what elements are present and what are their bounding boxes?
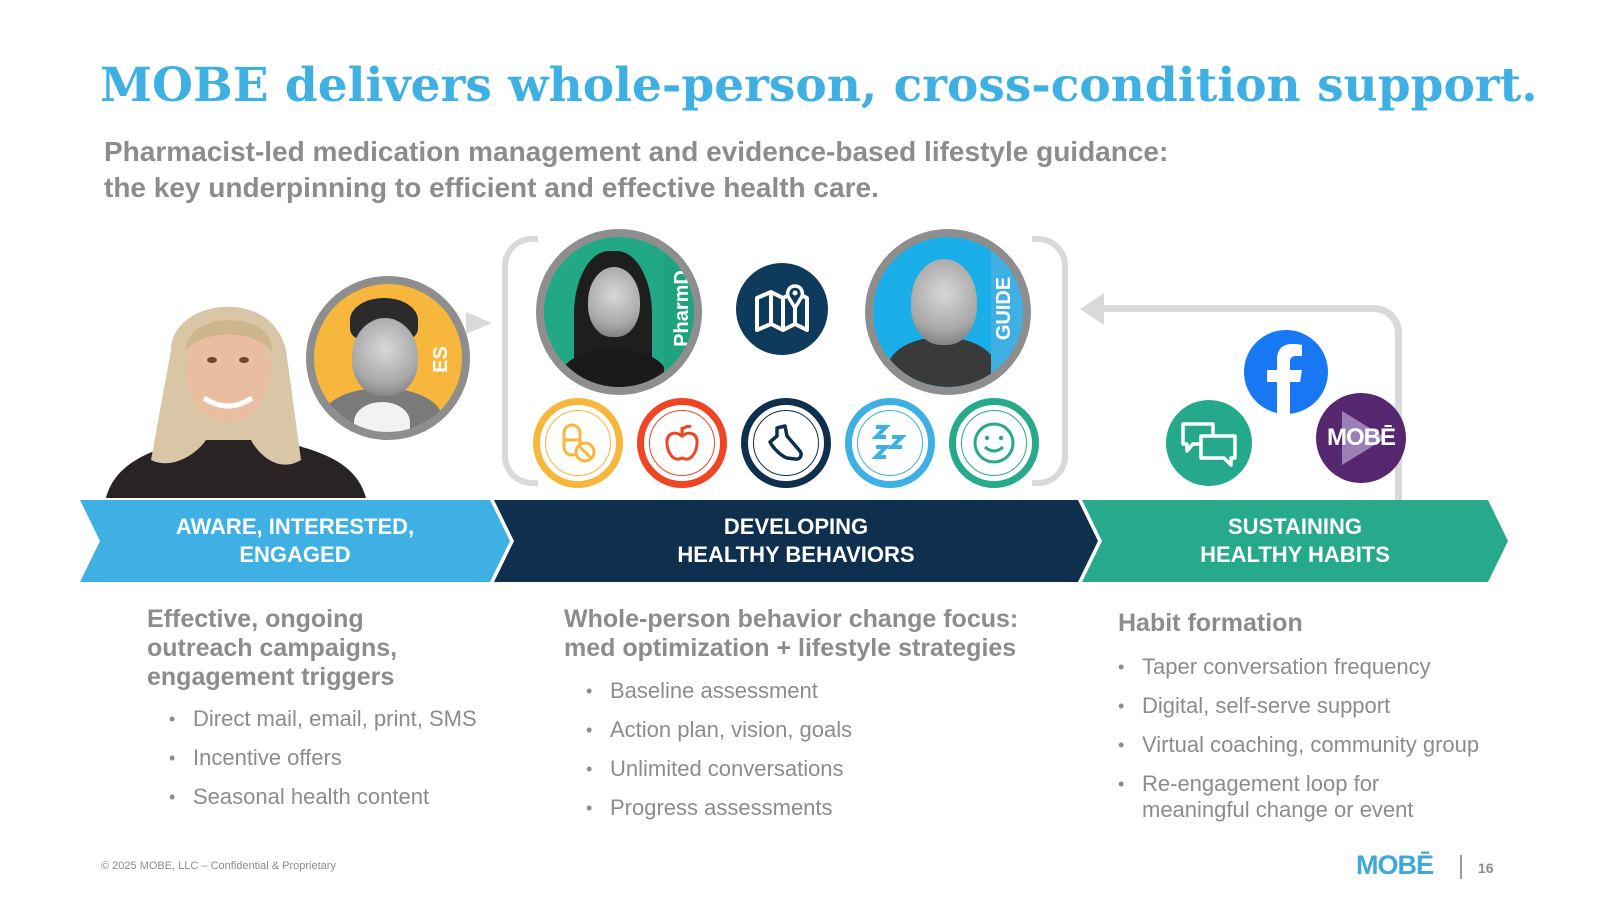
map-pin-icon xyxy=(736,263,828,355)
list-item: Re-engagement loop for meaningful change… xyxy=(1118,771,1418,823)
sleep-icon xyxy=(845,398,935,488)
bullet-list-habit: Taper conversation frequency Digital, se… xyxy=(1118,654,1498,836)
bracket-right xyxy=(1032,236,1068,486)
pills-icon xyxy=(533,398,623,488)
subtitle-line-2: the key underpinning to efficient and ef… xyxy=(104,172,879,203)
pharmd-portrait: PharmD xyxy=(536,229,702,395)
subtitle-line-1: Pharmacist-led medication management and… xyxy=(104,136,1169,167)
arrow-left-icon xyxy=(1080,293,1104,325)
guide-label: GUIDE xyxy=(993,276,1016,341)
es-label: ES xyxy=(429,346,452,373)
column-heading-behavior: Whole-person behavior change focus: med … xyxy=(564,605,1019,662)
mobe-logo: MOBĒ xyxy=(1356,850,1434,880)
page-number: 16 xyxy=(1478,860,1494,876)
smile-icon xyxy=(949,398,1039,488)
facebook-icon xyxy=(1244,330,1328,414)
chat-icon xyxy=(1166,400,1252,486)
reengagement-loop-arrow xyxy=(1092,305,1402,505)
list-item: Baseline assessment xyxy=(586,678,852,704)
shoe-icon xyxy=(741,398,831,488)
column-heading-outreach: Effective, ongoing outreach campaigns, e… xyxy=(147,605,398,691)
list-item: Direct mail, email, print, SMS xyxy=(169,706,477,732)
member-photo xyxy=(86,290,376,498)
copyright-notice: © 2025 MOBE, LLC – Confidential & Propri… xyxy=(101,860,336,872)
mobe-video-icon: MOBĒ xyxy=(1316,393,1406,483)
pharmd-label: PharmD xyxy=(670,270,693,347)
arrow-right-icon xyxy=(466,312,492,334)
bullet-list-behavior: Baseline assessment Action plan, vision,… xyxy=(586,678,852,834)
list-item: Progress assessments xyxy=(586,795,852,821)
stage-label: AWARE, INTERESTED,ENGAGED xyxy=(175,514,415,567)
list-item: Digital, self-serve support xyxy=(1118,693,1498,719)
list-item: Seasonal health content xyxy=(169,784,477,810)
list-item: Taper conversation frequency xyxy=(1118,654,1498,680)
bullet-list-outreach: Direct mail, email, print, SMS Incentive… xyxy=(169,706,477,823)
guide-portrait: GUIDE xyxy=(865,229,1031,395)
bracket-left xyxy=(502,236,538,486)
slide-title: MOBE delivers whole-person, cross-condit… xyxy=(100,58,1538,113)
es-portrait: ES xyxy=(306,276,470,440)
list-item: Unlimited conversations xyxy=(586,756,852,782)
list-item: Action plan, vision, goals xyxy=(586,717,852,743)
list-item: Incentive offers xyxy=(169,745,477,771)
slide-subtitle: Pharmacist-led medication management and… xyxy=(104,134,1168,206)
column-heading-habit: Habit formation xyxy=(1118,609,1303,637)
stage-banner-aware: AWARE, INTERESTED,ENGAGED xyxy=(80,500,510,582)
list-item: Virtual coaching, community group xyxy=(1118,732,1498,758)
apple-icon xyxy=(637,398,727,488)
footer-divider xyxy=(1460,855,1462,879)
